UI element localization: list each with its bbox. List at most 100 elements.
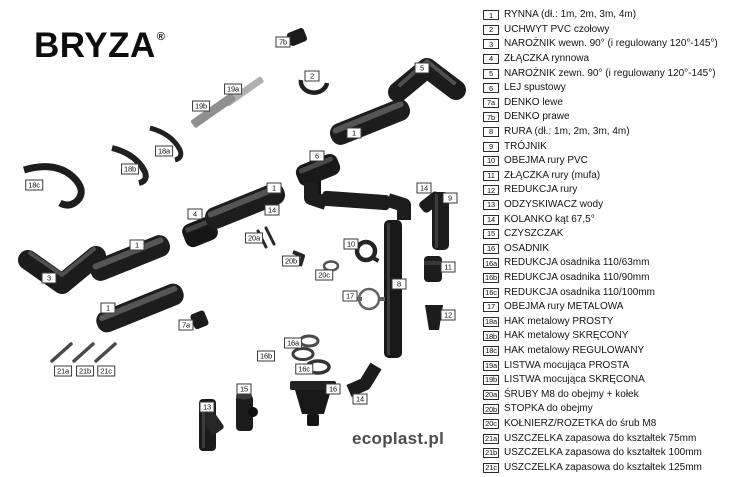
part-sediment-trap bbox=[290, 381, 336, 426]
part-elbow-bottom bbox=[346, 362, 382, 397]
diagram-label-7b: 7b bbox=[275, 36, 291, 48]
diagram-label-1: 1 bbox=[346, 127, 362, 139]
legend-item-number: 18a bbox=[483, 316, 499, 327]
legend-item-number: 20a bbox=[483, 389, 499, 400]
legend-item-number: 13 bbox=[483, 200, 499, 211]
part-pipe-reducer bbox=[425, 305, 443, 330]
diagram-label-8: 8 bbox=[391, 278, 407, 290]
legend-item-number: 5 bbox=[483, 68, 499, 79]
diagram-label-4: 4 bbox=[187, 208, 203, 220]
part-pipe-coupler bbox=[424, 256, 442, 282]
legend-item-label: USZCZELKA zapasowa do kształtek 125mm bbox=[504, 461, 702, 473]
legend-item-number: 10 bbox=[483, 156, 499, 167]
legend-item-label: ZŁĄCZKA rury (mufa) bbox=[504, 169, 601, 181]
legend-item-number: 9 bbox=[483, 141, 499, 152]
legend-item-label: KOŁNIERZ/ROZETKA do śrub M8 bbox=[504, 417, 657, 429]
legend-item-number: 19a bbox=[483, 360, 499, 371]
legend-item-label: UCHWYT PVC czołowy bbox=[504, 23, 610, 35]
diagram-label-14: 14 bbox=[352, 393, 368, 405]
legend-item-label: HAK metalowy PROSTY bbox=[504, 315, 614, 327]
legend-row: 2 UCHWYT PVC czołowy bbox=[483, 23, 747, 38]
legend-item-label: DENKO prawe bbox=[504, 111, 570, 123]
legend-item-label: HAK metalowy REGULOWANY bbox=[504, 344, 645, 356]
part-spare-gaskets bbox=[50, 342, 117, 363]
legend-item-number: 20c bbox=[483, 418, 499, 429]
legend-item-label: KOLANKO kąt 67,5° bbox=[504, 213, 595, 225]
diagram-label-3: 3 bbox=[41, 272, 57, 284]
legend-item-label: LISTWA mocująca SKRĘCONA bbox=[504, 374, 645, 386]
legend-item-number: 21b bbox=[483, 448, 499, 459]
diagram-label-18b: 18b bbox=[121, 163, 139, 175]
legend-item-label: NAROŻNIK zewn. 90° (i regulowany 120°-14… bbox=[504, 67, 716, 79]
legend-item-label: RURA (dł.: 1m, 2m, 3m, 4m) bbox=[504, 126, 630, 138]
part-fixing-strip-twisted bbox=[191, 93, 236, 128]
diagram-label-19a: 19a bbox=[224, 83, 242, 95]
legend-item-label: STOPKA do obejmy bbox=[504, 403, 593, 415]
legend-item-label: DENKO lewe bbox=[504, 96, 563, 108]
registered-mark: ® bbox=[156, 31, 166, 44]
legend-item-label: ZŁĄCZKA rynnowa bbox=[504, 53, 590, 65]
legend-item-number: 6 bbox=[483, 83, 499, 94]
legend-row: 5 NAROŻNIK zewn. 90° (i regulowany 120°-1… bbox=[483, 66, 747, 81]
diagram-label-2: 2 bbox=[304, 70, 320, 82]
legend-row: 7b DENKO prawe bbox=[483, 110, 747, 125]
diagram-label-17: 17 bbox=[342, 290, 358, 302]
legend-item-number: 2 bbox=[483, 24, 499, 35]
legend-item-label: ODZYSKIWACZ wody bbox=[504, 199, 604, 211]
part-offset-pipe bbox=[321, 190, 391, 211]
diagram-label-19b: 19b bbox=[192, 100, 210, 112]
legend-item-number: 16a bbox=[483, 258, 499, 269]
legend-item-label: NAROŻNIK wewn. 90° (i regulowany 120°-14… bbox=[504, 38, 718, 50]
diagram-label-20a: 20a bbox=[245, 232, 263, 244]
diagram-label-5: 5 bbox=[414, 62, 430, 74]
part-cleanout bbox=[236, 392, 258, 431]
legend-row: 19b LISTWA mocująca SKRĘCONA bbox=[483, 373, 747, 388]
diagram-label-11: 11 bbox=[440, 261, 456, 273]
legend-item-number: 7b bbox=[483, 112, 499, 123]
part-endcap-left bbox=[190, 310, 209, 330]
diagram-label-21a: 21a bbox=[54, 365, 72, 377]
legend-row: 20c KOŁNIERZ/ROZETKA do śrub M8 bbox=[483, 417, 747, 432]
diagram-svg bbox=[18, 28, 466, 451]
legend-item-label: REDUKCJA osadnika 110/100mm bbox=[504, 286, 655, 298]
part-elbow-left bbox=[304, 183, 329, 210]
part-corner-internal bbox=[18, 246, 106, 294]
diagram-label-1: 1 bbox=[266, 182, 282, 194]
brand-logo-text: BRYZA bbox=[34, 26, 156, 65]
legend-item-label: USZCZELKA zapasowa do kształtek 75mm bbox=[504, 432, 697, 444]
legend-item-number: 16b bbox=[483, 272, 499, 283]
part-pvc-bracket bbox=[298, 79, 330, 95]
legend-item-number: 12 bbox=[483, 185, 499, 196]
legend-item-number: 15 bbox=[483, 229, 499, 240]
legend-item-number: 20b bbox=[483, 404, 499, 415]
website-text: ecoplast.pl bbox=[352, 429, 445, 448]
part-pipe-clamp-metal bbox=[357, 287, 385, 311]
legend-row: 21b USZCZELKA zapasowa do kształtek 100mm bbox=[483, 446, 747, 461]
legend-item-number: 17 bbox=[483, 302, 499, 313]
diagram-label-16b: 16b bbox=[257, 350, 275, 362]
legend-item-label: USZCZELKA zapasowa do kształtek 100mm bbox=[504, 447, 702, 459]
diagram-label-1: 1 bbox=[129, 239, 145, 251]
diagram-label-9: 9 bbox=[442, 192, 458, 204]
legend-item-number: 19b bbox=[483, 375, 499, 386]
diagram-label-14: 14 bbox=[264, 204, 280, 216]
legend-item-number: 16 bbox=[483, 243, 499, 254]
diagram-label-21b: 21b bbox=[76, 365, 94, 377]
legend-item-number: 21a bbox=[483, 433, 499, 444]
part-trap-reducer-90 bbox=[291, 347, 315, 361]
